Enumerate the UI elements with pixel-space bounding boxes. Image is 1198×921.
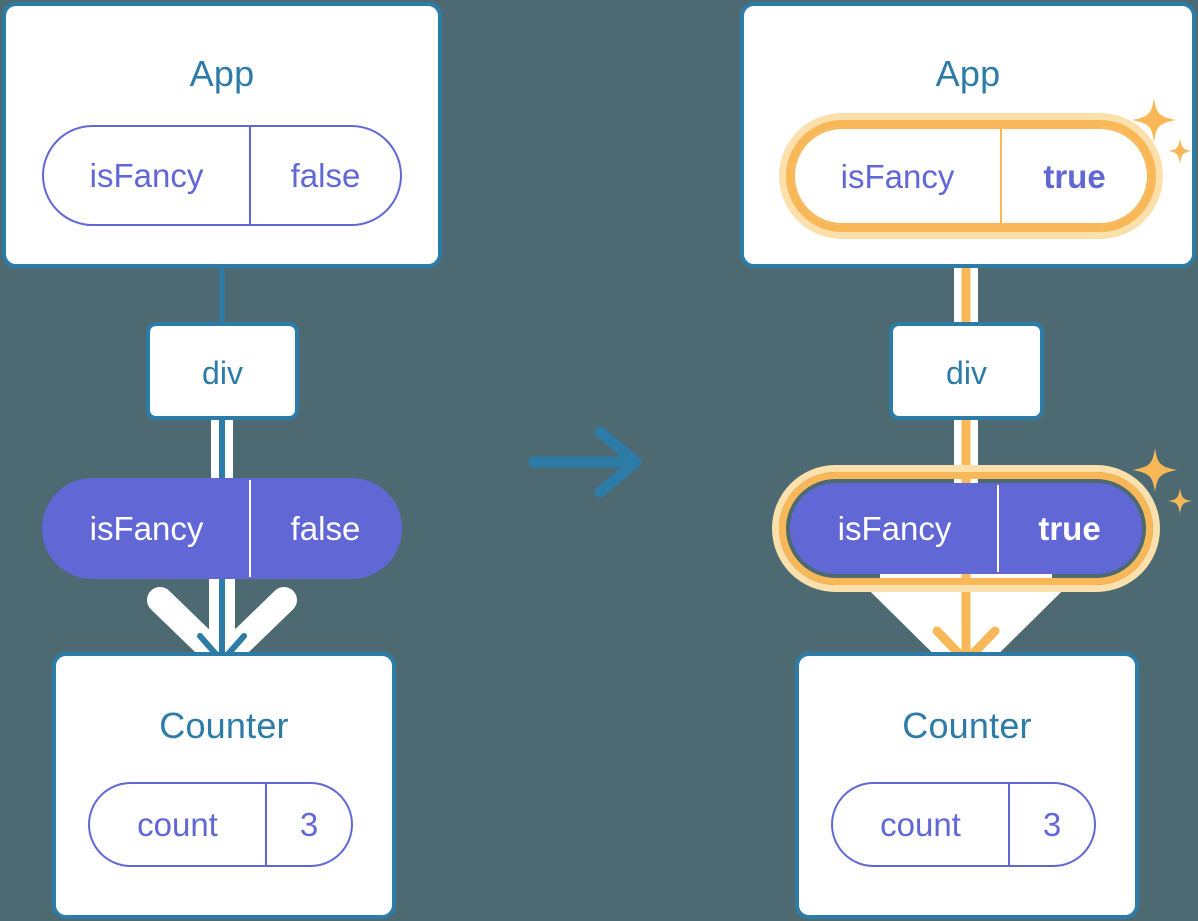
prop-value-before: false [249, 480, 400, 577]
prop-pill-before[interactable]: isFancy false [42, 478, 402, 579]
prop-flow-arrow-left [197, 566, 247, 664]
counter-title-after: Counter [902, 705, 1032, 746]
sparkle-small-icon [1168, 488, 1192, 514]
app-state-pill-after[interactable]: isFancy true [793, 127, 1149, 225]
prop-key-before: isFancy [89, 510, 204, 547]
counter-state-value-before: 3 [265, 784, 351, 865]
arrow-right-icon [528, 426, 642, 498]
div-element-box-before: div [146, 322, 299, 420]
prop-pill-after[interactable]: isFancy true [790, 483, 1142, 574]
app-state-key-before: isFancy [89, 157, 204, 194]
counter-state-key-before: count [137, 806, 218, 843]
app-state-value-after: true [1000, 129, 1147, 223]
div-title-before: div [202, 355, 243, 391]
counter-title-before: Counter [159, 705, 289, 746]
div-element-box-after: div [889, 322, 1044, 420]
arrow-halo-left [147, 566, 297, 673]
counter-state-key-after: count [880, 806, 961, 843]
app-title-before: App [189, 53, 255, 94]
app-state-key-after: isFancy [840, 157, 955, 195]
app-state-pill-before[interactable]: isFancy false [42, 125, 402, 226]
counter-state-value-after: 3 [1008, 784, 1094, 865]
app-state-value-before: false [249, 127, 400, 224]
counter-state-pill-before[interactable]: count 3 [88, 782, 353, 867]
counter-state-pill-after[interactable]: count 3 [831, 782, 1096, 867]
prop-key-after: isFancy [837, 510, 952, 547]
app-title-after: App [935, 53, 1001, 94]
div-title-after: div [946, 355, 987, 391]
prop-value-after: true [997, 485, 1140, 572]
